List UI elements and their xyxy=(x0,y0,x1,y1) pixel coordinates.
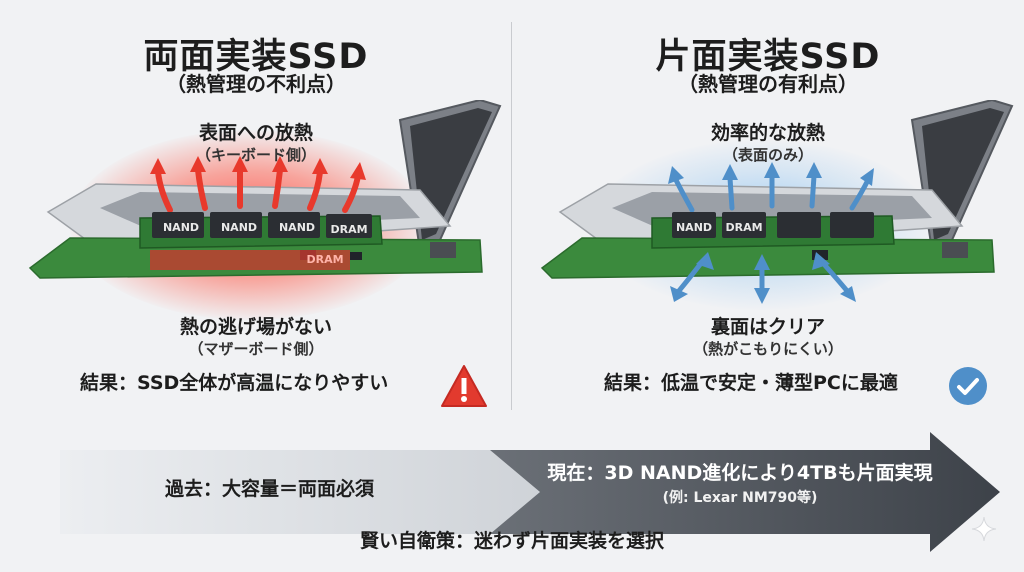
nand-chip xyxy=(268,212,320,238)
past-arrow-segment xyxy=(60,450,540,534)
dram-chip xyxy=(326,214,372,238)
chip-label: DRAM xyxy=(725,221,763,234)
present-arrow-segment xyxy=(490,432,1000,552)
heat-top-sublabel: （キーボード側） xyxy=(195,146,316,164)
cool-bottom-label: 裏面はクリア xyxy=(710,316,825,338)
result-text: 結果：SSD全体が高温になりやすい xyxy=(80,372,389,394)
result-text: 結果：低温で安定・薄型PCに最適 xyxy=(604,372,898,394)
controller-chip xyxy=(777,212,821,238)
timeline-past: 過去：大容量＝両面必須 xyxy=(165,478,375,500)
laptop-ssd-illustration xyxy=(540,100,1014,304)
underside-chip-label: DRAM xyxy=(306,253,344,266)
double-sided-panel: 両面実装SSD （熱管理の不利点） xyxy=(0,0,512,430)
nand-chip xyxy=(210,212,262,238)
laptop-ssd-illustration xyxy=(28,100,502,279)
checkmark-circle-icon xyxy=(949,367,987,405)
cool-bottom-sublabel: （熱がこもりにくい） xyxy=(693,340,843,358)
warning-triangle-icon xyxy=(441,365,487,407)
heat-bottom-label: 熱の逃げ場がない xyxy=(179,316,332,338)
dram-chip xyxy=(722,212,766,238)
cool-top-label: 効率的な放熱 xyxy=(710,122,825,144)
usb-port xyxy=(942,242,968,258)
panel-divider xyxy=(511,22,512,410)
chip-label: NAND xyxy=(675,221,713,234)
sparkle-icon xyxy=(971,516,997,542)
heat-bottom-sublabel: （マザーボード側） xyxy=(188,340,324,358)
chip-label: DRAM xyxy=(330,223,368,236)
panel-title: 両面実装SSD xyxy=(143,37,369,77)
chip-label: NAND xyxy=(162,221,200,234)
chip-label: NAND xyxy=(220,221,258,234)
timeline-present-example: (例: Lexar NM790等) xyxy=(662,490,818,506)
nand-chip xyxy=(152,212,204,238)
conclusion-text: 賢い自衛策：迷わず片面実装を選択 xyxy=(359,530,664,552)
heat-top-label: 表面への放熱 xyxy=(198,122,313,144)
nand-chip xyxy=(830,212,874,238)
usb-port xyxy=(430,242,456,258)
nand-chip xyxy=(672,212,716,238)
panel-subtitle: （熱管理の有利点） xyxy=(678,72,858,96)
timeline-present: 現在：3D NAND進化により4TBも片面実現 xyxy=(547,462,933,484)
single-sided-panel: 片面実装SSD （熱管理の有利点） xyxy=(512,0,1024,430)
underside-chips xyxy=(150,250,350,270)
panel-subtitle: （熱管理の不利点） xyxy=(166,72,346,96)
cool-top-sublabel: （表面のみ） xyxy=(722,146,813,164)
panel-title: 片面実装SSD xyxy=(655,37,881,77)
timeline-arrow xyxy=(60,432,1000,552)
chip-label: NAND xyxy=(278,221,316,234)
